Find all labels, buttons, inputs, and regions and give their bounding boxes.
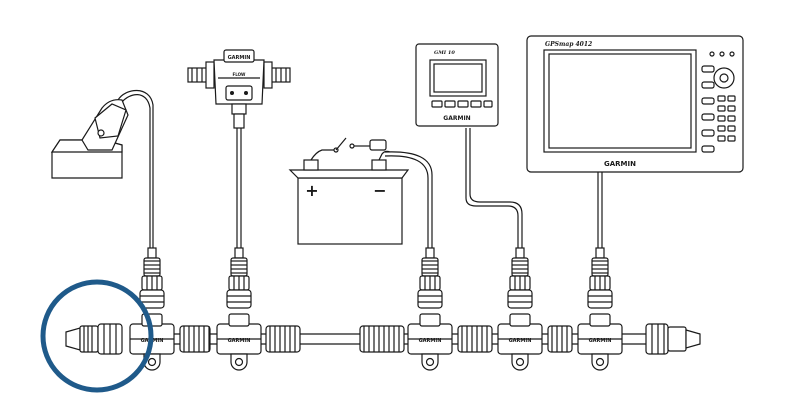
switch-lever <box>335 137 347 151</box>
fuse-holder <box>369 139 387 151</box>
chartplotter-softkeys <box>701 65 715 153</box>
drop-connector-1 <box>139 247 165 309</box>
drop-connector-5 <box>587 247 613 309</box>
chartplotter-icon: GPSmap 4012 GARMIN <box>526 35 744 173</box>
backbone-coupler-4 <box>457 325 493 353</box>
t-connector-brand: GARMIN <box>419 338 442 344</box>
battery-cable <box>384 151 433 248</box>
switch-wire <box>310 149 336 161</box>
t-connector-4: GARMIN <box>497 313 543 371</box>
battery-icon: + − <box>288 137 410 245</box>
drop-connector-4 <box>507 247 533 309</box>
drop-connector-3 <box>417 247 443 309</box>
t-connector-5: GARMIN <box>577 313 623 371</box>
instrument-display-icon: GMI 10 GARMIN <box>415 43 499 127</box>
terminator-highlight-circle <box>40 279 154 393</box>
backbone-coupler-2 <box>265 325 301 353</box>
transducer-cable <box>117 89 154 248</box>
transducer-icon <box>50 99 129 179</box>
instrument-model-label: GMI 10 <box>434 50 455 56</box>
t-connector-3: GARMIN <box>407 313 453 371</box>
t-connector-brand: GARMIN <box>589 338 612 344</box>
t-connector-2: GARMIN <box>216 313 262 371</box>
chartplotter-keypad <box>717 95 736 142</box>
chartplotter-model-label: GPSmap 4012 <box>545 41 592 48</box>
fuel-flow-sensor-icon: GARMIN FLOW <box>187 49 291 129</box>
instrument-brand: GARMIN <box>443 115 470 122</box>
terminator-left <box>65 323 123 355</box>
backbone-coupler-1 <box>179 325 211 353</box>
instrument-cable <box>465 128 519 248</box>
battery-negative-label: − <box>373 181 386 200</box>
chartplotter-brand: GARMIN <box>604 160 636 168</box>
backbone-coupler-3 <box>359 325 405 353</box>
drop-connectors <box>139 247 613 309</box>
t-connector-brand: GARMIN <box>228 338 251 344</box>
battery-positive-label: + <box>305 181 318 200</box>
flow-sensor-brand: GARMIN <box>228 55 251 61</box>
flow-label: FLOW <box>233 72 247 77</box>
drop-cables <box>117 89 603 248</box>
backbone-coupler-5 <box>547 325 573 353</box>
drop-connector-2 <box>226 247 252 309</box>
terminator-right <box>645 323 701 355</box>
t-connector-brand: GARMIN <box>509 338 532 344</box>
